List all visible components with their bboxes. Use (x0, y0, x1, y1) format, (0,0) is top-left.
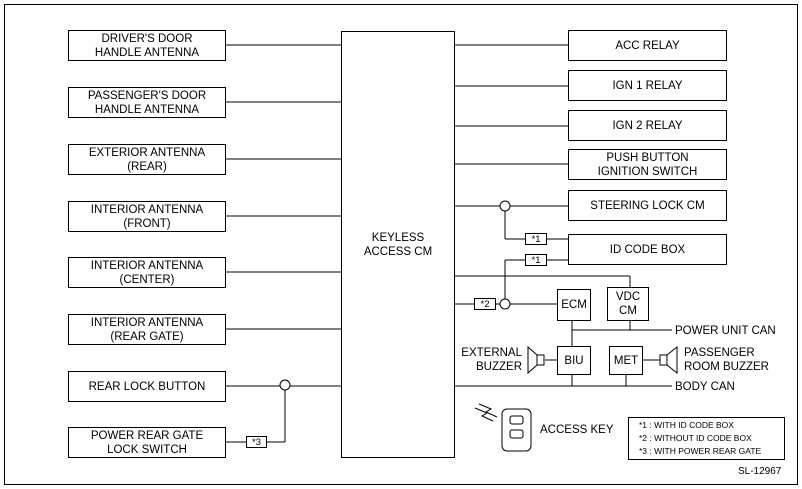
power-rear-gate-lock-switch: POWER REAR GATE LOCK SWITCH (68, 427, 226, 458)
junction-rear-lock (279, 379, 291, 391)
note-row: *2 : WITHOUT ID CODE BOX (639, 433, 752, 443)
biu-module: BIU (557, 346, 591, 375)
buzzer-label-line: ROOM BUZZER (684, 361, 769, 373)
component-label: ACC RELAY (615, 39, 680, 52)
note-text: : WITH POWER REAR GATE (649, 446, 762, 456)
access-key-label: ACCESS KEY (540, 424, 614, 436)
component-label: ACCESS CM (363, 245, 433, 258)
interior-antenna-front: INTERIOR ANTENNA (FRONT) (68, 201, 226, 232)
component-label: INTERIOR ANTENNA (90, 203, 204, 216)
buzzer-label-line: PASSENGER (684, 347, 755, 359)
component-label: (REAR GATE) (110, 330, 184, 343)
component-label: ID CODE BOX (609, 243, 686, 256)
signal-lightning-icon (474, 403, 498, 422)
keyless-access-cm: KEYLESS ACCESS CM (341, 31, 455, 458)
passengers-door-handle-antenna: PASSENGER'S DOOR HANDLE ANTENNA (68, 87, 226, 118)
power-unit-can-label: POWER UNIT CAN (675, 325, 776, 337)
component-label: INTERIOR ANTENNA (90, 259, 204, 272)
component-label: (FRONT) (123, 217, 171, 230)
interior-antenna-rear-gate: INTERIOR ANTENNA (REAR GATE) (68, 314, 226, 345)
body-can-label: BODY CAN (675, 381, 735, 393)
component-label: EXTERIOR ANTENNA (88, 146, 206, 159)
option-tag: *1 (525, 254, 547, 266)
note-row: *1 : WITH ID CODE BOX (639, 420, 734, 430)
component-label: IGN 2 RELAY (612, 119, 683, 132)
interior-antenna-center: INTERIOR ANTENNA (CENTER) (68, 257, 226, 288)
drivers-door-handle-antenna: DRIVER'S DOOR HANDLE ANTENNA (68, 30, 226, 61)
junction-ecm (499, 298, 511, 310)
push-button-ignition-switch: PUSH BUTTON IGNITION SWITCH (568, 149, 727, 180)
component-label: STEERING LOCK CM (590, 199, 705, 212)
option-tag: *3 (246, 436, 267, 448)
diagram-frame (4, 4, 798, 485)
option-tag: *2 (474, 298, 496, 310)
component-label: CM (619, 305, 637, 317)
component-label: (REAR) (127, 160, 167, 173)
ign-2-relay: IGN 2 RELAY (568, 110, 727, 141)
exterior-antenna-rear: EXTERIOR ANTENNA (REAR) (68, 144, 226, 175)
component-label: MET (613, 354, 639, 367)
component-label: BIU (564, 354, 584, 367)
note-mark: *3 (639, 446, 648, 456)
ign-1-relay: IGN 1 RELAY (568, 70, 727, 101)
component-label: (CENTER) (119, 273, 175, 286)
component-label: PASSENGER'S DOOR (87, 89, 207, 102)
component-label: INTERIOR ANTENNA (90, 316, 204, 329)
notes-legend: *1 : WITH ID CODE BOX *2 : WITHOUT ID CO… (628, 417, 785, 460)
buzzer-label-line: BUZZER (476, 361, 522, 373)
rear-lock-button: REAR LOCK BUTTON (68, 371, 226, 402)
component-label: VDC (615, 291, 641, 303)
component-label: IGN 1 RELAY (612, 79, 683, 92)
passenger-buzzer-icon (659, 345, 678, 375)
option-tag: *1 (525, 233, 547, 245)
buzzer-label-line: EXTERNAL (461, 347, 522, 359)
external-buzzer-icon (527, 345, 545, 375)
component-label: HANDLE ANTENNA (94, 46, 200, 59)
component-label: DRIVER'S DOOR (101, 32, 193, 45)
note-mark: *1 (639, 420, 648, 430)
steering-lock-cm: STEERING LOCK CM (568, 190, 727, 221)
component-label: HANDLE ANTENNA (94, 103, 200, 116)
note-row: *3 : WITH POWER REAR GATE (639, 446, 761, 456)
component-label: REAR LOCK BUTTON (88, 380, 206, 393)
component-label: KEYLESS (371, 231, 425, 244)
note-text: : WITHOUT ID CODE BOX (649, 433, 752, 443)
component-label: POWER REAR GATE (90, 429, 204, 442)
acc-relay: ACC RELAY (568, 30, 727, 61)
vdc-cm-module: VDC CM (607, 287, 649, 321)
component-label: PUSH BUTTON (606, 151, 689, 164)
ecm-module: ECM (557, 289, 591, 321)
access-key-icon (501, 408, 532, 452)
note-text: : WITH ID CODE BOX (649, 420, 734, 430)
component-label: IGNITION SWITCH (597, 165, 698, 178)
component-label: LOCK SWITCH (107, 443, 187, 456)
component-label: ECM (561, 299, 587, 311)
met-module: MET (609, 346, 643, 375)
passenger-room-buzzer-label: PASSENGER ROOM BUZZER (684, 346, 769, 374)
junction-steering-lock (499, 200, 511, 212)
id-code-box: ID CODE BOX (568, 234, 727, 265)
external-buzzer-label: EXTERNAL BUZZER (458, 346, 522, 374)
note-mark: *2 (639, 433, 648, 443)
figure-reference: SL-12967 (738, 466, 782, 477)
